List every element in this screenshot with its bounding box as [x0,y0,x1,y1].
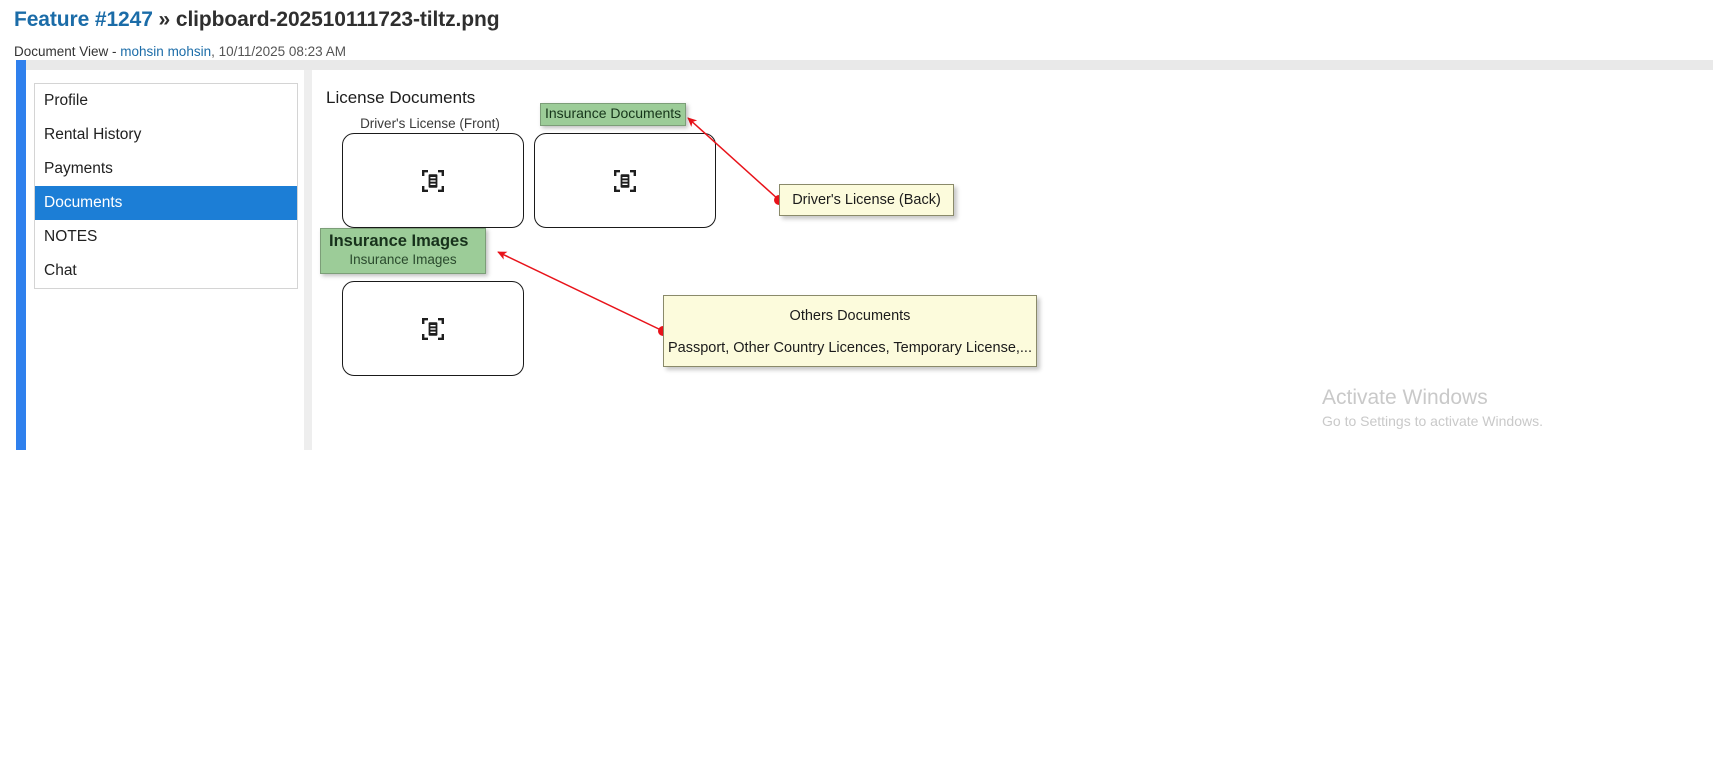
document-card-insurance-documents[interactable] [534,133,716,228]
section-title: License Documents [326,88,476,107]
panel-divider [304,70,312,450]
document-card-drivers-license-front[interactable] [342,133,524,228]
sidebar-item-rental-history[interactable]: Rental History [35,118,297,152]
blue-accent-rail [16,60,26,450]
app-topbar [16,60,1713,70]
scan-document-icon [422,317,444,340]
sidebar-item-chat[interactable]: Chat [35,254,297,288]
callout-title: Others Documents [789,308,911,324]
sidebar-item-profile[interactable]: Profile [35,84,297,118]
attachment-image: Profile Rental History Payments Document… [16,60,1713,450]
timestamp: , 10/11/2025 08:23 AM [211,44,346,59]
callout-line: Driver's License (Back) [792,192,941,208]
breadcrumb-separator: » [152,8,176,31]
scan-document-icon [422,169,444,192]
sidebar-item-documents[interactable]: Documents [35,186,297,220]
callout-detail: Passport, Other Country Licences, Tempor… [667,340,1032,356]
highlight-title: Insurance Images [329,232,469,250]
others-documents-callout: Others Documents Passport, Other Country… [663,295,1037,367]
feature-link[interactable]: Feature #1247 [14,8,153,31]
drivers-license-back-callout: Driver's License (Back) [779,184,954,216]
sidebar-nav: Profile Rental History Payments Document… [34,83,298,289]
attachment-filename: clipboard-202510111723-tiltz.png [175,8,500,31]
scan-document-icon [614,169,636,192]
document-card-insurance-images[interactable] [342,281,524,376]
highlight-subtitle: Insurance Images [349,252,457,267]
author-link[interactable]: mohsin mohsin [120,44,212,59]
insurance-documents-highlight: Insurance Documents [540,103,687,126]
view-label: Document View - [14,44,121,59]
page-title: Feature #1247 » clipboard-202510111723-t… [14,8,500,32]
watermark-subtitle: Go to Settings to activate Windows. [1322,413,1543,429]
card-label-drivers-license-front: Driver's License (Front) [360,116,500,131]
activate-windows-watermark: Activate Windows Go to Settings to activ… [1322,385,1543,431]
sidebar-item-notes[interactable]: NOTES [35,220,297,254]
sidebar-item-payments[interactable]: Payments [35,152,297,186]
subheader: Document View - mohsin mohsin, 10/11/202… [14,44,346,59]
highlight-text: Insurance Documents [545,105,682,121]
watermark-title: Activate Windows [1322,386,1488,409]
insurance-images-highlight: Insurance Images Insurance Images [320,228,486,274]
